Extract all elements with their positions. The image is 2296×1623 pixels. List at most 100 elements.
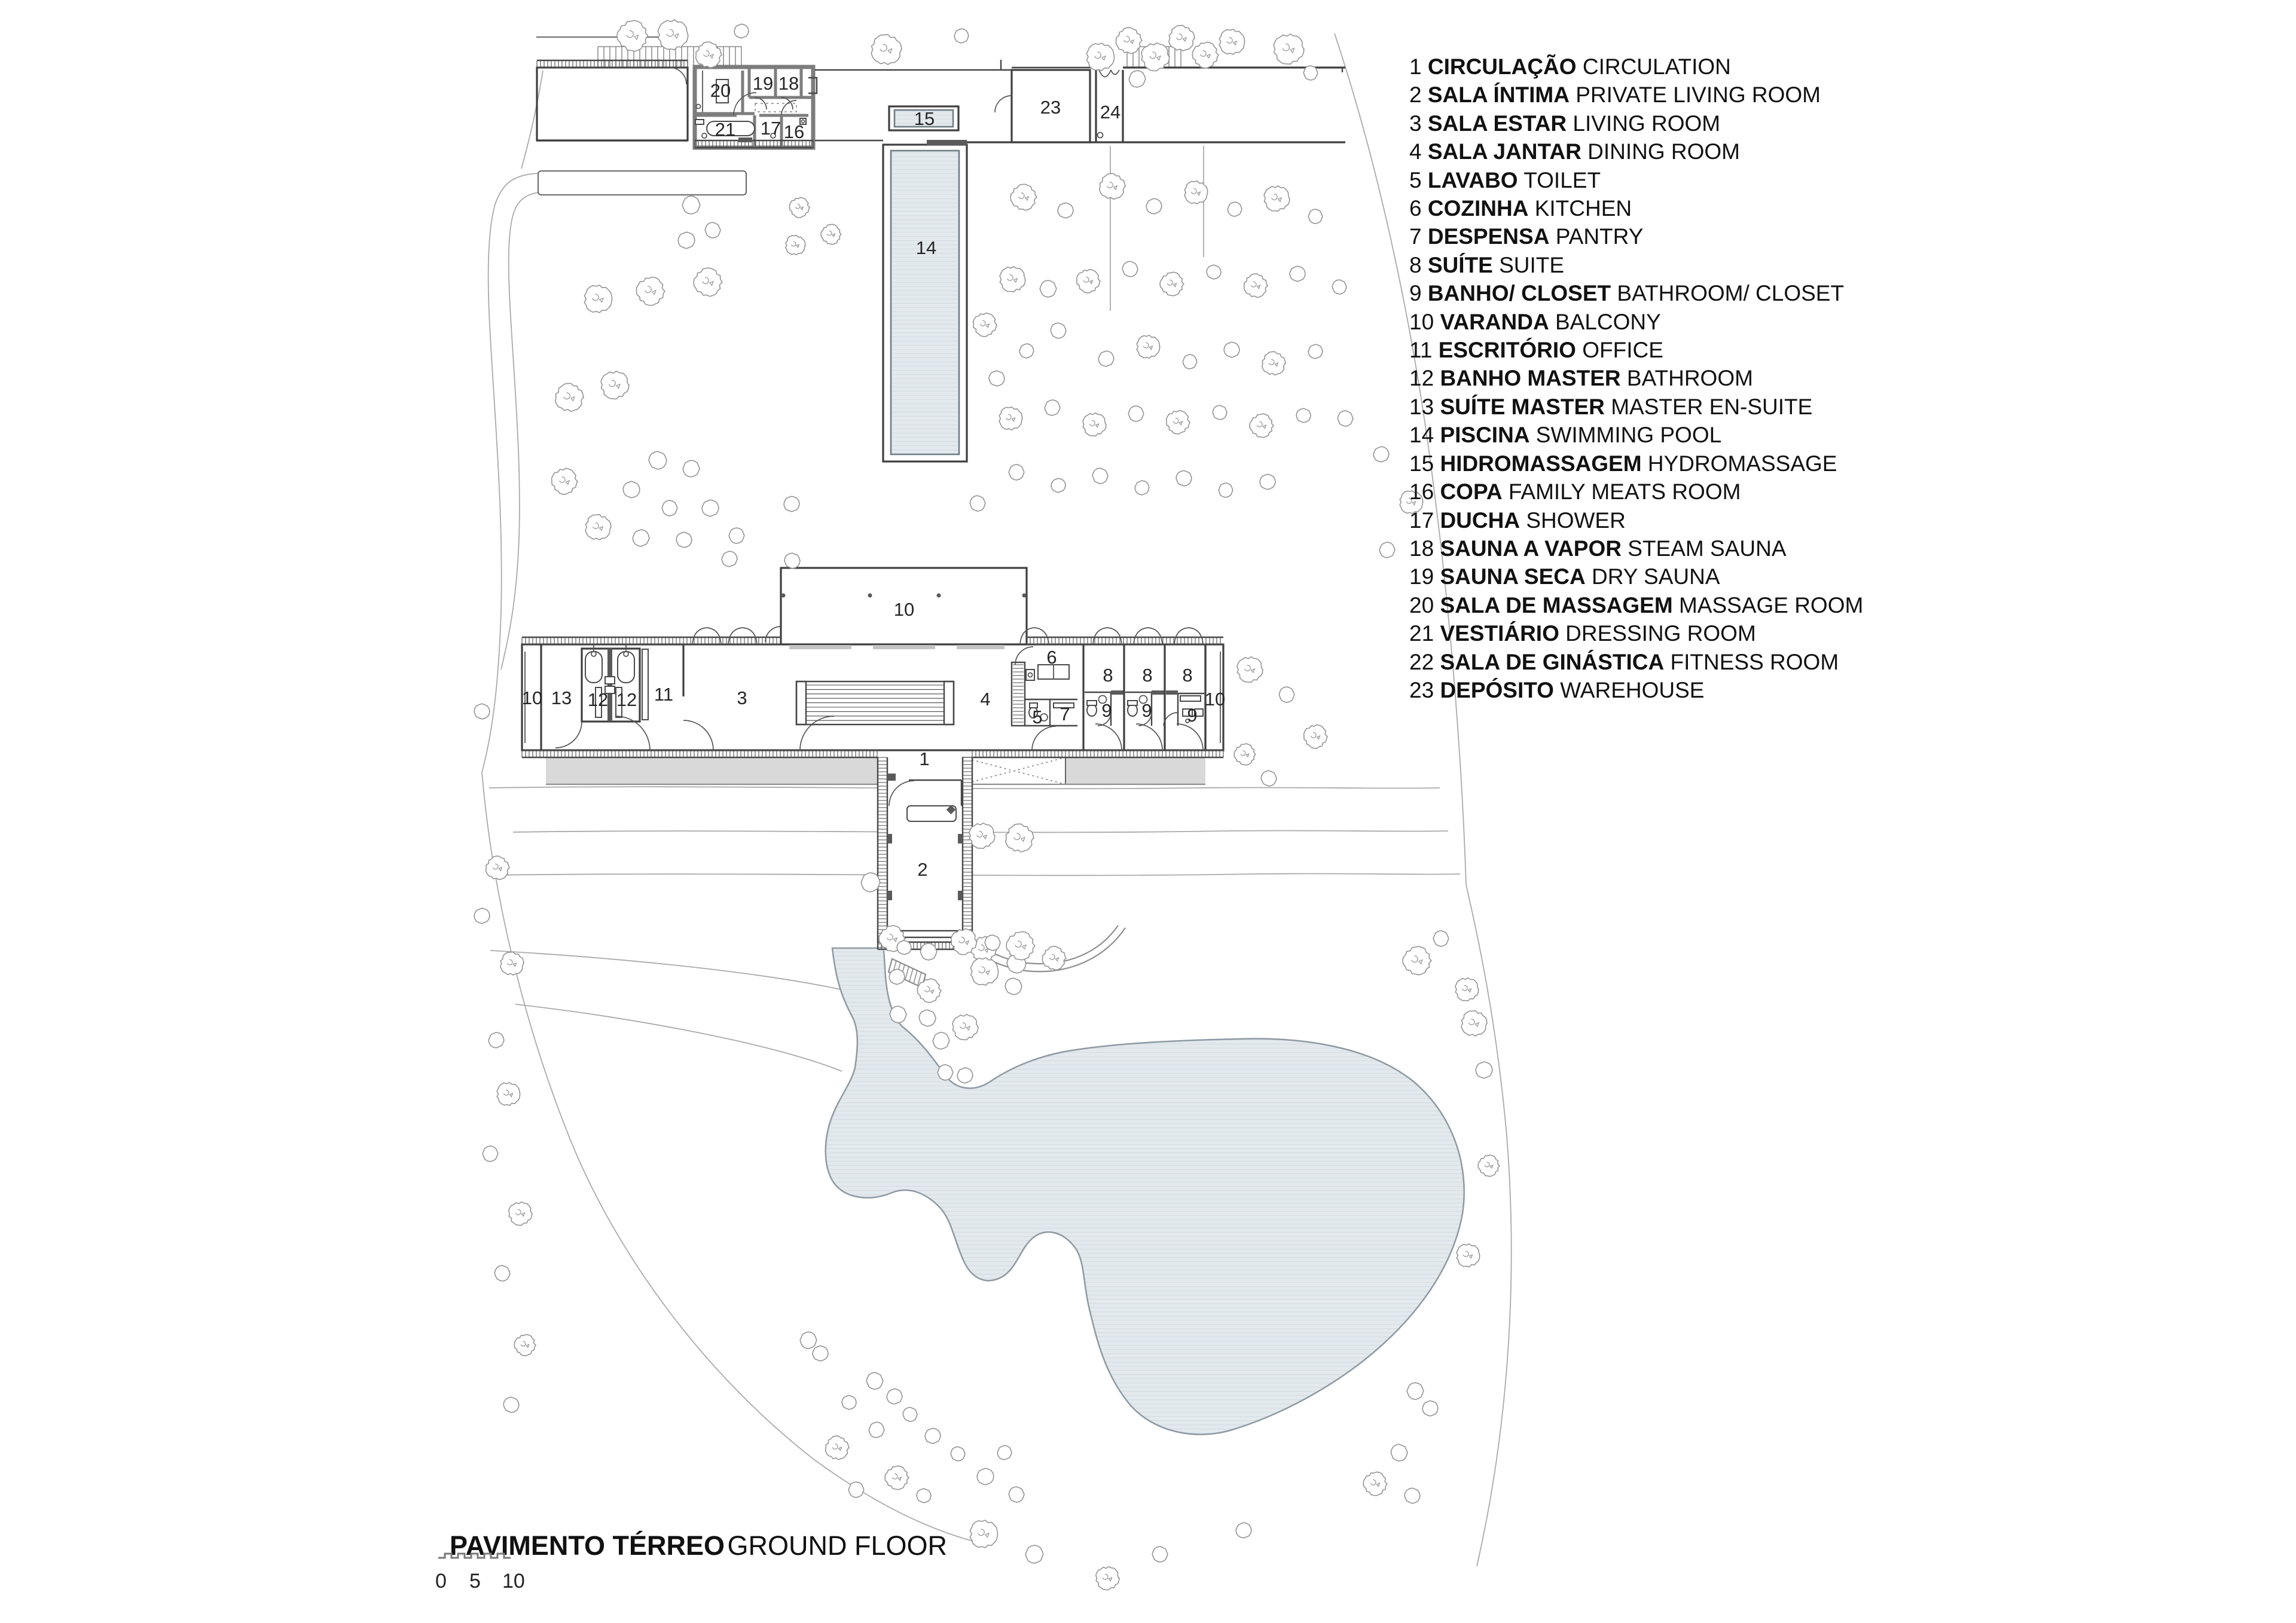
legend-name-en: KITCHEN [1534, 196, 1632, 221]
legend-number: 14 [1409, 423, 1434, 448]
room-label-15: 15 [914, 108, 935, 129]
room-label-8: 8 [1103, 665, 1113, 686]
legend-name-en: MASTER EN-SUITE [1611, 394, 1813, 419]
legend-name-pt: SAUNA A VAPOR [1440, 536, 1622, 561]
legend-number: 6 [1409, 196, 1422, 221]
terrace-layer [546, 105, 1205, 785]
legend-number: 11 [1409, 338, 1433, 363]
room-label-10: 10 [1205, 689, 1225, 710]
legend-number: 21 [1409, 621, 1434, 646]
legend-number: 3 [1409, 111, 1422, 136]
legend-number: 23 [1409, 677, 1434, 702]
scale-bar-ruler [438, 1552, 511, 1559]
trees-layer [474, 19, 1501, 1591]
legend-number: 17 [1409, 508, 1434, 533]
legend-name-en: WAREHOUSE [1560, 677, 1705, 702]
legend-number: 2 [1409, 82, 1422, 108]
legend-number: 9 [1409, 281, 1422, 306]
legend-name-pt: SALA DE MASSAGEM [1440, 592, 1673, 618]
room-label-19: 19 [753, 73, 773, 94]
legend-name-pt: BANHO MASTER [1440, 366, 1621, 391]
legend-name-pt: VARANDA [1440, 309, 1549, 334]
legend-item: 9 BANHO/ CLOSET BATHROOM/ CLOSET [1409, 279, 1947, 307]
legend-item: 23 DEPÓSITO WAREHOUSE [1409, 676, 1947, 704]
legend-name-pt: PISCINA [1440, 423, 1530, 448]
legend-name-en: DINING ROOM [1587, 139, 1740, 164]
legend-item: 5 LAVABO TOILET [1409, 166, 1947, 194]
legend-name-pt: SALA DE GINÁSTICA [1440, 649, 1665, 674]
legend-name-en: OFFICE [1582, 338, 1663, 363]
legend-name-en: CIRCULATION [1582, 54, 1731, 79]
legend-number: 7 [1409, 224, 1422, 249]
legend-number: 19 [1409, 564, 1434, 589]
legend-number: 13 [1409, 394, 1434, 419]
legend-name-en: STEAM SAUNA [1628, 536, 1787, 561]
legend-name-en: BALCONY [1555, 309, 1661, 334]
legend-name-en: LIVING ROOM [1573, 111, 1721, 136]
legend-item: 13 SUÍTE MASTER MASTER EN-SUITE [1409, 393, 1947, 421]
legend-name-en: FITNESS ROOM [1670, 649, 1839, 674]
legend-name-en: DRESSING ROOM [1565, 621, 1756, 646]
room-label-14: 14 [916, 237, 936, 258]
drawing-title: PAVIMENTO TÉRREO GROUND FLOOR [450, 1530, 947, 1561]
legend-item: 16 COPA FAMILY MEATS ROOM [1409, 478, 1947, 506]
legend-item: 4 SALA JANTAR DINING ROOM [1409, 137, 1947, 166]
room-label-10: 10 [522, 687, 542, 708]
legend-name-pt: ESCRITÓRIO [1438, 338, 1576, 363]
legend-name-en: MASSAGE ROOM [1678, 592, 1864, 618]
legend-name-pt: VESTIÁRIO [1440, 621, 1559, 646]
room-label-23: 23 [1040, 97, 1061, 118]
room-label-13: 13 [551, 687, 572, 708]
legend-name-pt: COPA [1440, 479, 1503, 505]
room-label-9: 9 [1101, 700, 1112, 721]
room-label-21: 21 [715, 119, 735, 140]
legend-name-en: SUITE [1499, 252, 1565, 277]
room-label-8: 8 [1182, 665, 1192, 686]
legend-name-pt: COZINHA [1427, 196, 1529, 221]
legend-item: 8 SUÍTE SUITE [1409, 251, 1947, 279]
room-label-11: 11 [654, 684, 673, 705]
legend-number: 22 [1409, 649, 1434, 674]
legend-name-pt: LAVABO [1427, 167, 1518, 192]
legend-name-en: PRIVATE LIVING ROOM [1576, 82, 1821, 108]
legend-item: 12 BANHO MASTER BATHROOM [1409, 364, 1947, 392]
legend-item: 19 SAUNA SECA DRY SAUNA [1409, 563, 1947, 591]
legend-item: 14 PISCINA SWIMMING POOL [1409, 421, 1947, 449]
legend-name-pt: SALA ESTAR [1427, 111, 1567, 136]
legend-item: 15 HIDROMASSAGEM HYDROMASSAGE [1409, 450, 1947, 478]
legend-name-pt: SUÍTE MASTER [1440, 394, 1605, 419]
room-label-9: 9 [1187, 705, 1197, 726]
legend-name-en: BATHROOM/ CLOSET [1617, 281, 1845, 306]
legend-name-pt: SALA JANTAR [1427, 139, 1581, 164]
legend-number: 4 [1409, 139, 1422, 164]
legend-name-en: HYDROMASSAGE [1647, 451, 1837, 476]
room-label-9: 9 [1141, 700, 1152, 721]
room-label-12: 12 [616, 689, 637, 710]
upper-building-layer [536, 36, 1345, 150]
legend-name-pt: HIDROMASSAGEM [1440, 451, 1642, 476]
legend-number: 10 [1409, 309, 1434, 334]
legend-number: 5 [1409, 167, 1422, 192]
legend-item: 1 CIRCULAÇÃO CIRCULATION [1409, 53, 1947, 81]
legend-item: 6 COZINHA KITCHEN [1409, 194, 1947, 222]
scale-label-10: 10 [502, 1570, 525, 1593]
legend-name-pt: SAUNA SECA [1440, 564, 1586, 589]
legend-number: 16 [1409, 479, 1434, 505]
legend-number: 8 [1409, 252, 1422, 277]
legend-name-en: TOILET [1523, 167, 1601, 192]
legend-name-en: SHOWER [1526, 508, 1626, 533]
private-wing-layer [877, 757, 973, 950]
legend-name-en: SWIMMING POOL [1535, 423, 1722, 448]
room-label-10: 10 [894, 599, 914, 620]
legend-name-pt: SUÍTE [1427, 252, 1493, 277]
room-label-16: 16 [784, 121, 804, 142]
room-label-7: 7 [1060, 704, 1070, 725]
room-label-18: 18 [778, 73, 799, 94]
room-label-1: 1 [919, 748, 929, 769]
room-label-17: 17 [761, 118, 781, 139]
main-building-layer [521, 567, 1225, 759]
legend-number: 20 [1409, 592, 1434, 618]
